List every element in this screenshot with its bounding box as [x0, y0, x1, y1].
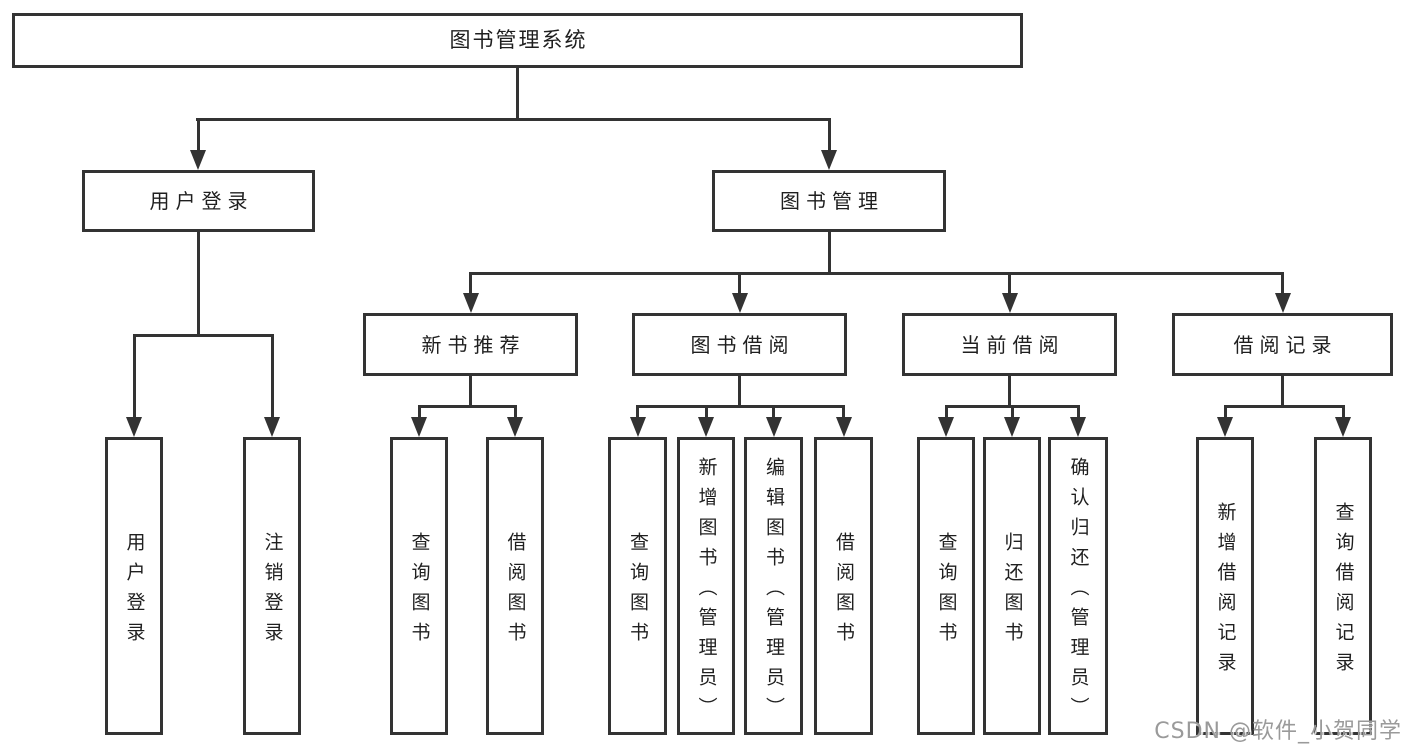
node-new-book-recommendation: 新书推荐	[363, 313, 578, 376]
leaf-label: 查询图书	[627, 531, 649, 652]
node-book-borrowing: 图书借阅	[632, 313, 847, 376]
node-current-borrowing: 当前借阅	[902, 313, 1117, 376]
leaf-query-books-current: 查询图书	[917, 437, 975, 735]
leaf-edit-books-admin: 编辑图书（管理员）	[744, 437, 803, 735]
node-label: 图书管理系统	[449, 27, 588, 52]
leaf-label: 借阅图书	[833, 531, 855, 652]
arrow-down-icon	[1004, 417, 1020, 437]
leaf-borrow-books-borrowing: 借阅图书	[814, 437, 873, 735]
leaf-label: 新增借阅记录	[1214, 501, 1237, 682]
leaf-label: 新增图书（管理员）	[695, 456, 718, 727]
arrow-down-icon	[765, 417, 782, 437]
node-label: 借阅记录	[1233, 332, 1338, 357]
arrow-down-icon	[1274, 293, 1291, 313]
connector-line	[944, 405, 948, 419]
connector-line	[842, 405, 845, 419]
connector-branch	[1223, 405, 1345, 408]
connector-stub	[1281, 376, 1284, 405]
connector-line	[270, 334, 274, 419]
arrow-down-icon	[264, 417, 280, 437]
leaf-query-borrow-record: 查询借阅记录	[1314, 437, 1372, 735]
node-library-system: 图书管理系统	[12, 13, 1023, 68]
node-label: 新书推荐	[421, 332, 526, 357]
node-user-login: 用户登录	[82, 170, 315, 232]
connector-line	[132, 334, 136, 419]
arrow-down-icon	[698, 417, 714, 437]
connector-line	[772, 405, 775, 419]
arrow-down-icon	[190, 150, 206, 170]
arrow-down-icon	[629, 417, 646, 437]
leaf-confirm-return-admin: 确认归还（管理员）	[1048, 437, 1108, 735]
connector-stub	[469, 376, 472, 405]
connector-root-branch	[196, 118, 831, 121]
connector-line	[704, 405, 708, 419]
node-label: 用户登录	[149, 189, 254, 213]
connector-book-mgmt-stub	[827, 232, 831, 272]
connector-line	[469, 272, 472, 295]
connector-stub	[738, 376, 741, 405]
connector-line	[1010, 405, 1014, 419]
leaf-add-borrow-record: 新增借阅记录	[1196, 437, 1254, 735]
csdn-watermark: CSDN @软件_小贺同学	[1154, 719, 1402, 744]
node-book-management: 图书管理	[712, 170, 946, 232]
leaf-query-books-recommend: 查询图书	[390, 437, 448, 735]
connector-user-login-stub	[196, 232, 200, 334]
leaf-label: 注销登录	[261, 531, 284, 652]
connector-user-login-branch	[132, 334, 274, 337]
leaf-label: 查询图书	[935, 531, 958, 652]
connector-line	[417, 405, 421, 419]
arrow-down-icon	[821, 150, 837, 170]
leaf-label: 借阅图书	[504, 531, 527, 652]
node-borrowing-records: 借阅记录	[1172, 313, 1393, 376]
leaf-borrow-books-recommend: 借阅图书	[486, 437, 544, 735]
arrow-down-icon	[731, 293, 748, 313]
leaf-user-login: 用户登录	[105, 437, 163, 735]
connector-line	[1076, 405, 1080, 419]
connector-line	[1341, 405, 1345, 419]
node-label: 当前借阅	[960, 332, 1065, 357]
connector-line	[513, 405, 517, 419]
leaf-return-books: 归还图书	[983, 437, 1041, 735]
connector-branch	[636, 405, 845, 408]
arrow-down-icon	[411, 417, 427, 437]
connector-root-stub	[516, 68, 519, 118]
arrow-down-icon	[1335, 417, 1351, 437]
leaf-label: 编辑图书（管理员）	[763, 456, 785, 727]
arrow-down-icon	[1001, 293, 1018, 313]
arrow-down-icon	[1070, 417, 1086, 437]
leaf-logout: 注销登录	[243, 437, 301, 735]
leaf-add-books-admin: 新增图书（管理员）	[677, 437, 735, 735]
connector-line	[196, 118, 200, 152]
connector-book-mgmt-branch	[469, 272, 1284, 275]
connector-stub	[1008, 376, 1011, 405]
arrow-down-icon	[462, 293, 479, 313]
arrow-down-icon	[126, 417, 142, 437]
arrow-down-icon	[938, 417, 954, 437]
leaf-query-books-borrowing: 查询图书	[608, 437, 667, 735]
leaf-label: 查询借阅记录	[1332, 501, 1355, 682]
connector-line	[1223, 405, 1227, 419]
connector-line	[1281, 272, 1284, 295]
arrow-down-icon	[835, 417, 852, 437]
leaf-label: 用户登录	[123, 531, 146, 652]
leaf-label: 归还图书	[1001, 531, 1024, 652]
node-label: 图书管理	[780, 189, 884, 213]
connector-line	[827, 118, 831, 152]
arrow-down-icon	[1217, 417, 1233, 437]
connector-line	[636, 405, 639, 419]
leaf-label: 确认归还（管理员）	[1067, 456, 1090, 727]
connector-line	[1008, 272, 1011, 295]
arrow-down-icon	[507, 417, 523, 437]
leaf-label: 查询图书	[408, 531, 431, 652]
connector-line	[738, 272, 741, 295]
node-label: 图书借阅	[690, 332, 795, 357]
connector-branch	[417, 405, 517, 408]
